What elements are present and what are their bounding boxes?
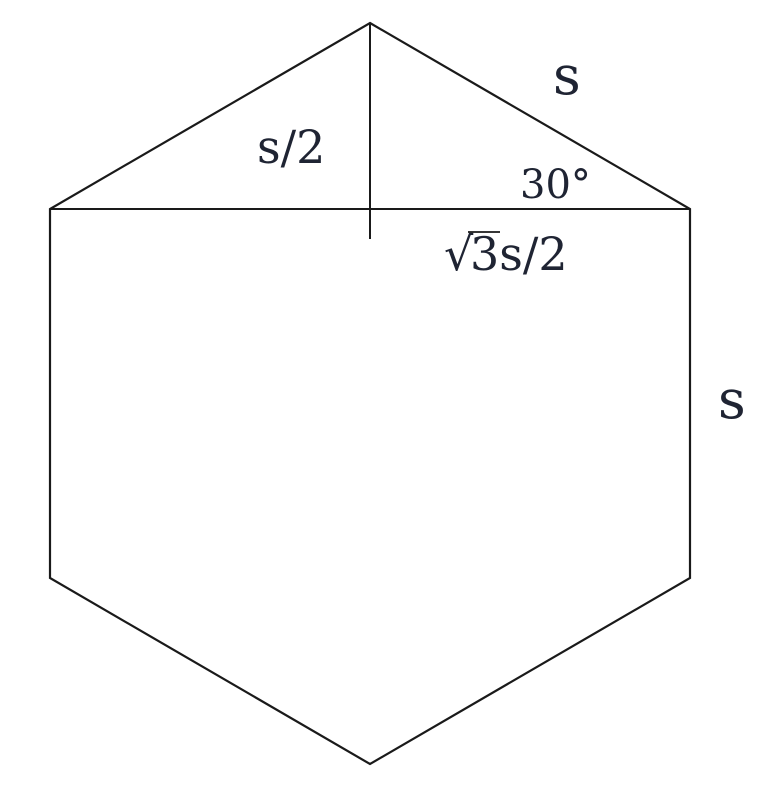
radical-sign: √ (444, 227, 474, 281)
half-width-label: √ 3s/2 (444, 227, 568, 281)
side-label-right: s (718, 368, 746, 431)
side-label-top-right: s (553, 44, 581, 107)
half-side-label: s/2 (257, 120, 325, 174)
half-width-rest: 3s/2 (470, 227, 568, 281)
angle-label: 30° (520, 162, 591, 208)
